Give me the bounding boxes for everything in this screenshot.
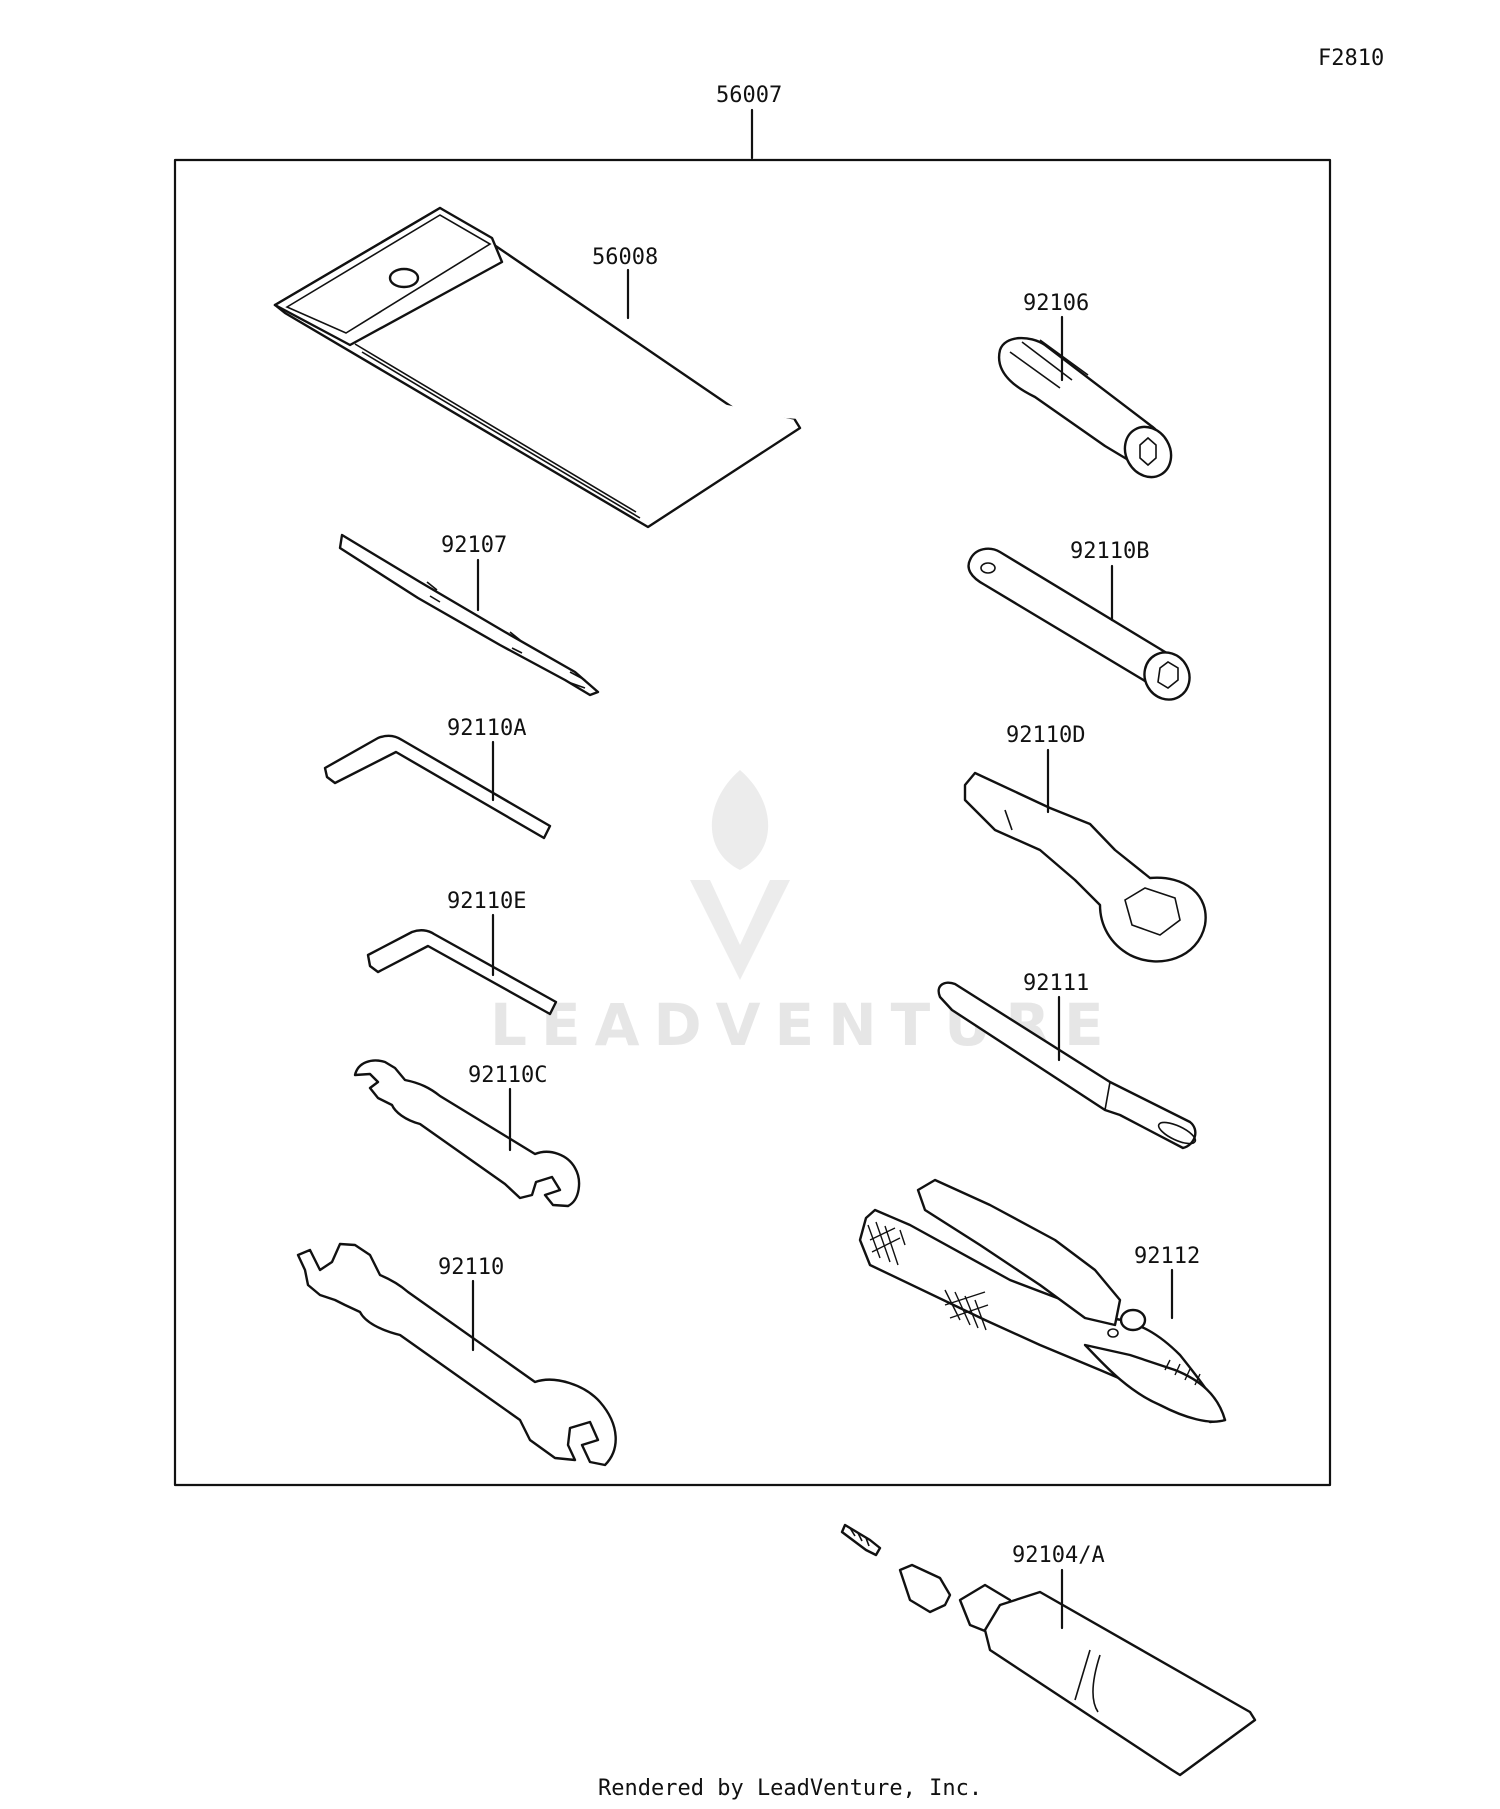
wrench-92110-drawing[interactable]: [296, 1242, 617, 1467]
part-label-92112[interactable]: 92112: [1134, 1244, 1200, 1269]
hex-key-92110A-drawing[interactable]: [323, 734, 552, 840]
watermark-logo: [690, 770, 790, 980]
part-label-92104A[interactable]: 92104/A: [1012, 1543, 1105, 1568]
part-label-92107[interactable]: 92107: [441, 533, 507, 558]
box-spanner-92110B-drawing[interactable]: [967, 547, 1199, 708]
part-label-92110E[interactable]: 92110E: [447, 889, 526, 914]
render-credit: Rendered by LeadVenture, Inc.: [598, 1776, 982, 1801]
tool-pouch-drawing[interactable]: [273, 206, 802, 529]
part-label-92106[interactable]: 92106: [1023, 291, 1089, 316]
part-label-92110C[interactable]: 92110C: [468, 1063, 547, 1088]
pliers-92112-drawing[interactable]: [858, 1178, 1227, 1424]
screwdriver-92107-drawing[interactable]: [338, 533, 600, 697]
hex-key-92110E-drawing[interactable]: [366, 929, 558, 1016]
wrench-92110C-drawing[interactable]: [353, 1059, 581, 1208]
figure-code: F2810: [1318, 46, 1384, 71]
kit-frame: [173, 158, 1332, 1487]
part-label-56008[interactable]: 56008: [592, 245, 658, 270]
part-label-92110D[interactable]: 92110D: [1006, 723, 1085, 748]
grease-tube-92104A-drawing[interactable]: [840, 1523, 1257, 1777]
kit-part-number[interactable]: 56007: [716, 83, 782, 108]
part-label-92110A[interactable]: 92110A: [447, 716, 526, 741]
handle-92111-drawing[interactable]: [937, 981, 1198, 1150]
ring-spanner-92110D-drawing[interactable]: [963, 771, 1207, 963]
socket-92106-drawing[interactable]: [997, 336, 1180, 485]
part-label-92110[interactable]: 92110: [438, 1255, 504, 1280]
part-label-92110B[interactable]: 92110B: [1070, 539, 1149, 564]
part-label-92111[interactable]: 92111: [1023, 971, 1089, 996]
